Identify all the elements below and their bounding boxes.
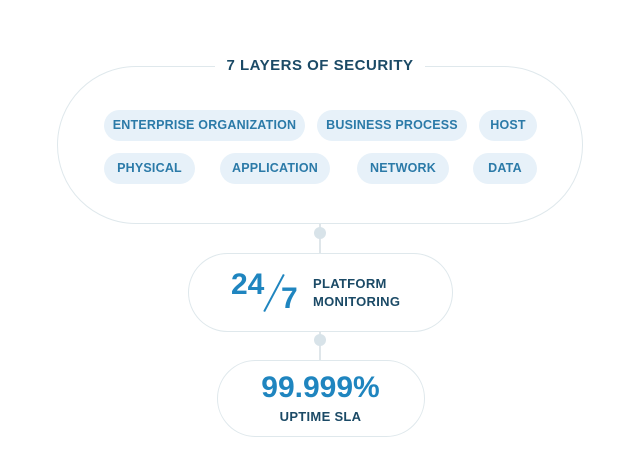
layer-tag-host: HOST [479, 110, 537, 141]
layer-tag-business-process: BUSINESS PROCESS [317, 110, 467, 141]
monitoring-num-7: 7 [281, 282, 298, 315]
sla-value: 99.999% [261, 371, 380, 404]
layer-tag-network: NETWORK [357, 153, 449, 184]
layer-tag-data: DATA [473, 153, 537, 184]
monitoring-pill: 24 7 PLATFORM MONITORING [188, 253, 453, 332]
security-layers-container [57, 66, 583, 224]
layer-tag-application: APPLICATION [220, 153, 330, 184]
connector-dot [314, 334, 326, 346]
layer-tag-enterprise-organization: ENTERPRISE ORGANIZATION [104, 110, 305, 141]
connector-line [319, 331, 321, 361]
layer-tag-physical: PHYSICAL [104, 153, 195, 184]
security-title: 7 LAYERS OF SECURITY [215, 56, 425, 76]
monitoring-label-2: MONITORING [313, 294, 401, 309]
monitoring-label-1: PLATFORM [313, 276, 387, 291]
sla-label: UPTIME SLA [279, 409, 362, 424]
monitoring-num-24: 24 [231, 268, 265, 301]
connector-dot [314, 227, 326, 239]
sla-pill: 99.999% UPTIME SLA [217, 360, 425, 437]
connector-line [319, 224, 321, 254]
